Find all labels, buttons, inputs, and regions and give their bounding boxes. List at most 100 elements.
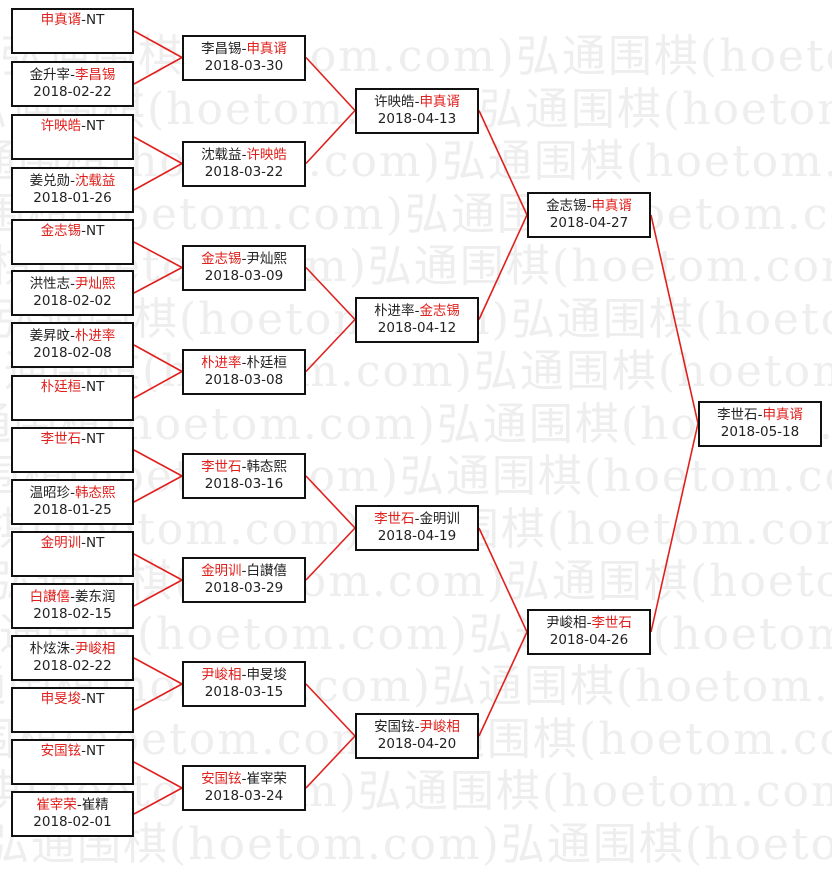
match-box-r1m1[interactable]: 申真谞-NT [11, 8, 134, 54]
player-1: 安国铉 [201, 771, 242, 787]
connector-line [305, 527, 356, 581]
match-players: 沈载益-许映皓 [201, 147, 287, 164]
separator: - [70, 328, 75, 344]
connector-line [305, 683, 356, 737]
match-players: 白讃僖-姜东润 [30, 589, 116, 606]
match-players: 安国铉-NT [41, 743, 105, 760]
match-players: 朴进率-金志锡 [374, 303, 460, 320]
player-2: 申真谞 [419, 93, 460, 110]
match-date: 2018-04-26 [549, 632, 629, 648]
player-1: 朴进率 [201, 354, 242, 371]
match-box-r1m14[interactable]: 申旻埈-NT [11, 687, 134, 733]
player-2: 尹峻相 [74, 641, 116, 657]
match-box-r1m3[interactable]: 许映皓-NT [11, 114, 134, 160]
player-2: 申真谞 [591, 198, 632, 214]
match-date: 2018-03-22 [204, 163, 284, 180]
match-box-r1m11[interactable]: 金明训-NT [11, 531, 134, 577]
match-date: 2018-04-13 [377, 110, 457, 127]
player-2: NT [86, 743, 105, 759]
player-1: 洪性志 [29, 276, 71, 292]
player-2: NT [86, 431, 105, 447]
player-2: 尹峻相 [419, 719, 460, 735]
separator: - [241, 354, 247, 371]
player-2: 尹灿熙 [246, 250, 287, 267]
match-players: 李世石-韩态熙 [201, 459, 287, 476]
match-box-r1m8[interactable]: 朴廷桓-NT [11, 375, 134, 421]
separator: - [81, 535, 86, 551]
match-box-r1m9[interactable]: 李世石-NT [11, 427, 134, 473]
separator: - [241, 563, 247, 579]
match-date: 2018-02-22 [33, 84, 112, 100]
match-players: 洪性志-尹灿熙 [30, 276, 116, 293]
separator: - [81, 379, 86, 395]
separator: - [241, 40, 247, 57]
player-1: 金志锡 [201, 250, 242, 267]
connector-line [478, 110, 528, 216]
connector-line [133, 657, 183, 685]
player-1: 姜昇旼 [29, 328, 71, 344]
match-players: 朴廷桓-NT [41, 379, 105, 396]
match-players: 尹峻相-李世石 [546, 615, 632, 632]
separator: - [414, 302, 420, 319]
player-2: 崔精 [81, 797, 109, 813]
separator: - [70, 485, 75, 501]
separator: - [70, 67, 75, 83]
player-2: NT [86, 118, 105, 134]
match-date: 2018-02-02 [33, 293, 112, 309]
player-1: 朴进率 [374, 302, 415, 319]
player-1: 姜兑勋 [29, 173, 71, 189]
match-players: 许映皓-申真谞 [374, 94, 460, 111]
match-date: 2018-01-26 [33, 190, 112, 206]
match-players: 安国铉-尹峻相 [374, 719, 460, 736]
separator: - [81, 118, 86, 134]
player-2: 沈载益 [74, 173, 116, 189]
match-box-r1m15[interactable]: 安国铉-NT [11, 739, 134, 785]
match-date: 2018-03-09 [204, 267, 284, 284]
player-2: 许映皓 [246, 146, 287, 163]
match-date: 2018-05-18 [720, 423, 800, 440]
separator: - [414, 93, 420, 110]
connector-line [650, 214, 699, 424]
match-players: 金志锡-申真谞 [546, 198, 632, 215]
connector-line [133, 162, 183, 191]
connector-line [133, 683, 183, 711]
separator: - [76, 797, 82, 813]
player-2: NT [86, 12, 105, 28]
connector-line [133, 553, 183, 581]
match-date: 2018-03-29 [204, 580, 284, 596]
match-players: 申真谞-NT [41, 12, 105, 29]
separator: - [586, 615, 592, 631]
connector-line [305, 318, 356, 373]
match-box-r1m5[interactable]: 金志锡-NT [11, 219, 134, 265]
match-players: 李昌锡-申真谞 [201, 41, 287, 58]
player-2: NT [86, 379, 105, 395]
player-2: 李世石 [591, 615, 632, 631]
match-players: 李世石-金明训 [374, 511, 460, 528]
player-1: 白讃僖 [29, 589, 71, 605]
connector-line [133, 475, 183, 503]
player-2: 李昌锡 [74, 67, 116, 83]
